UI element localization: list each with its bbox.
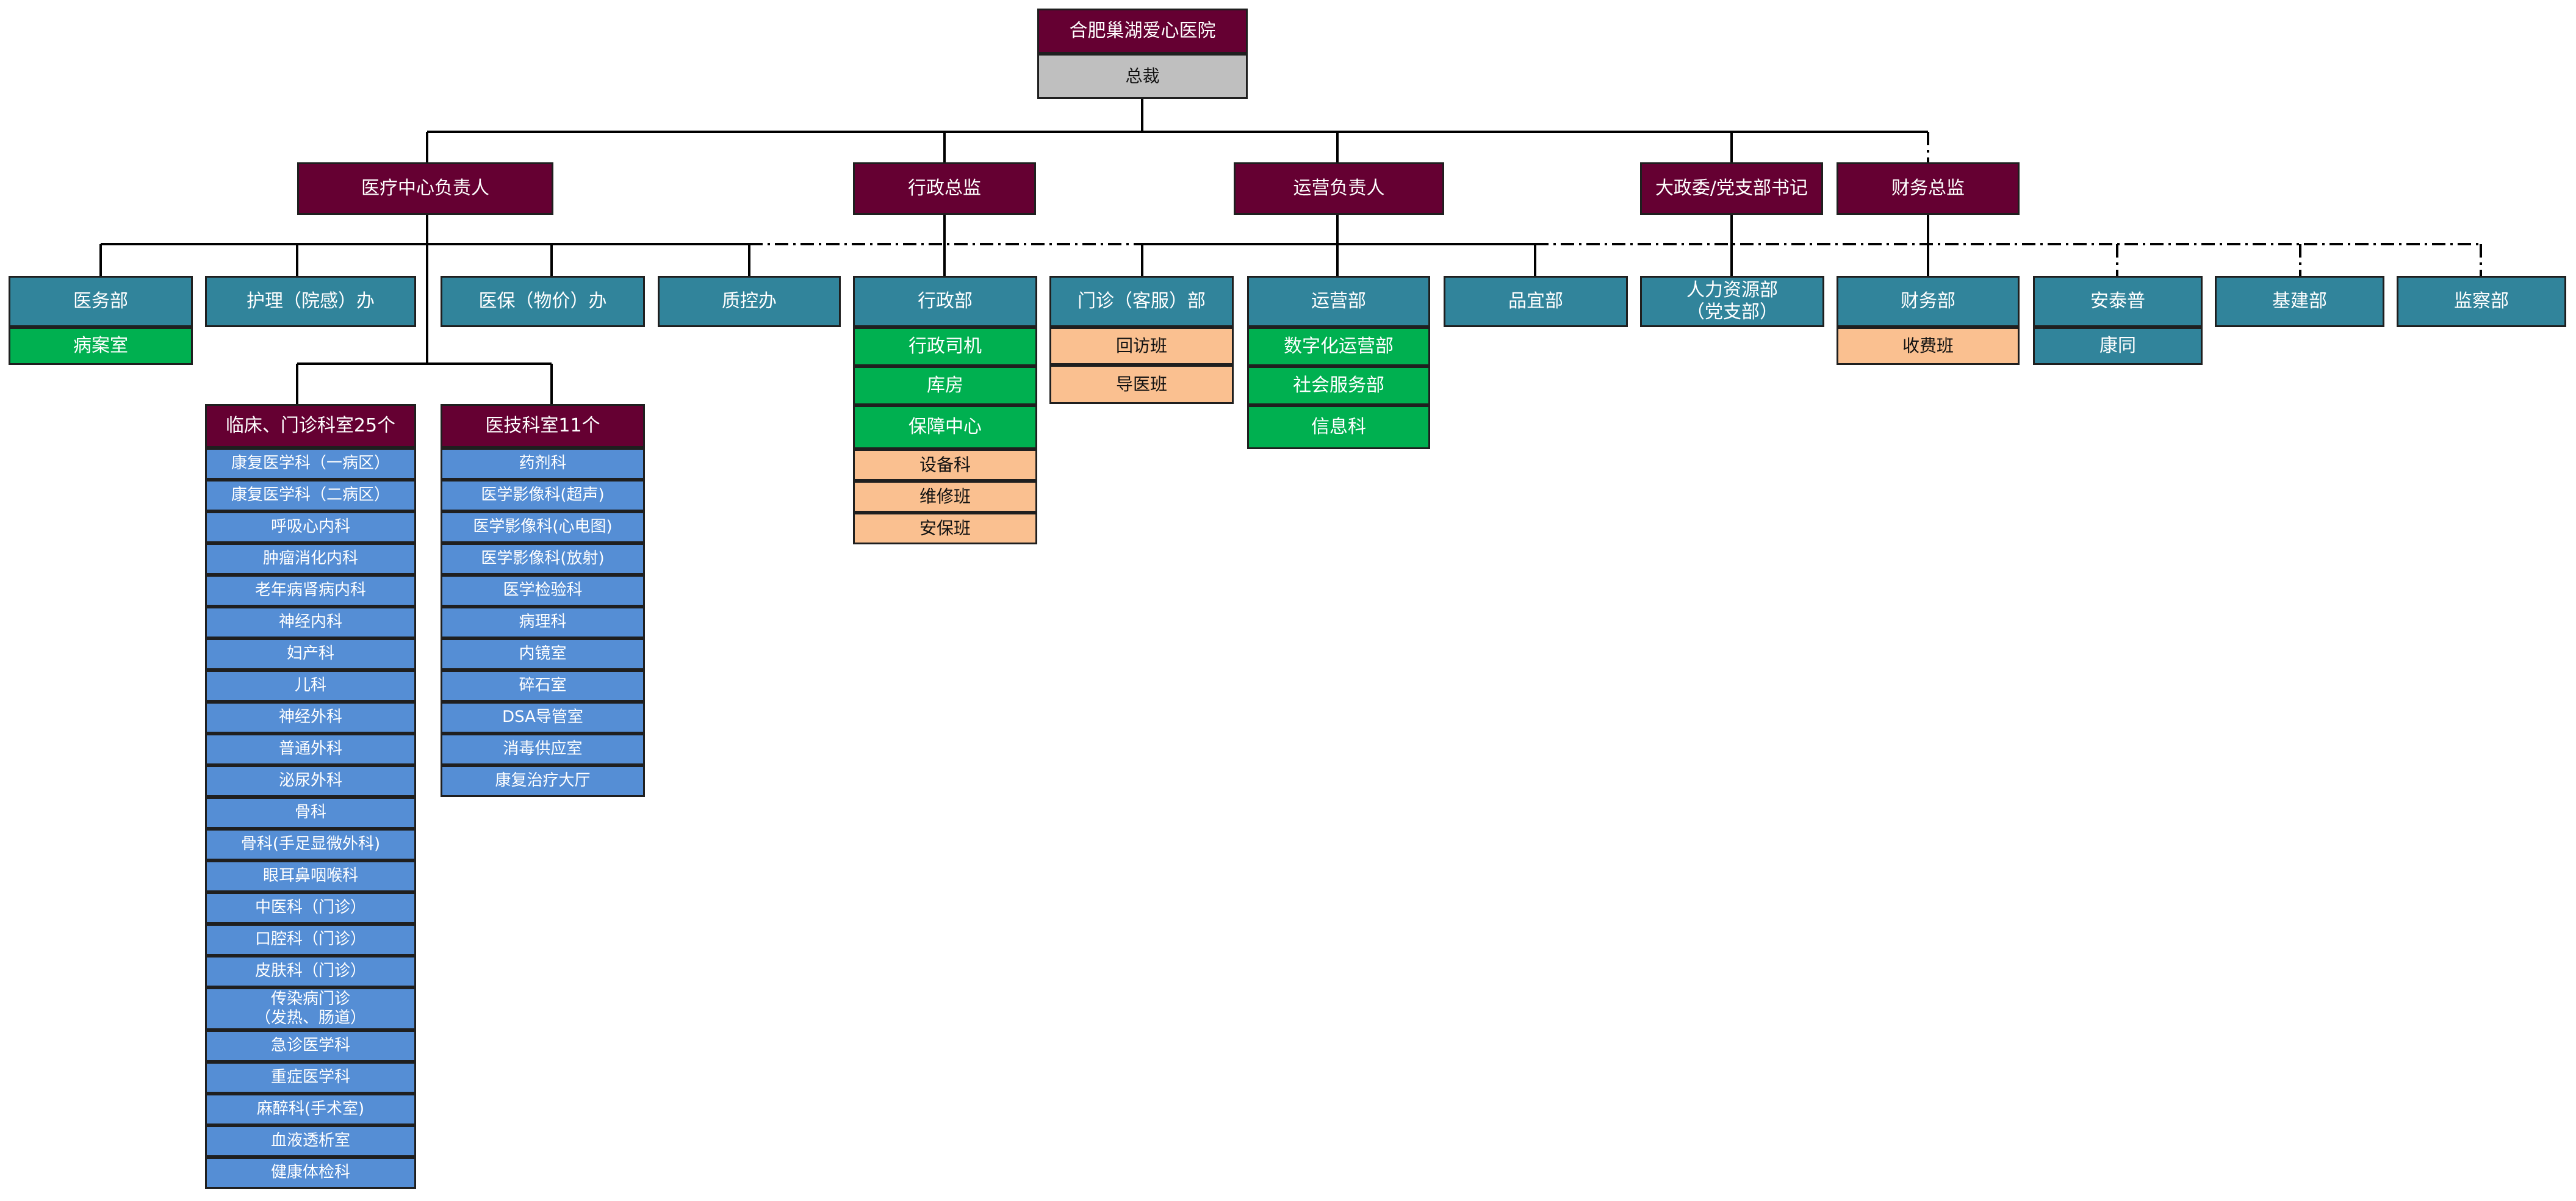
hospital-name-box: 合肥巢湖爱心医院 — [1037, 9, 1248, 54]
clinical-item: 麻醉科(手术室) — [205, 1094, 416, 1125]
medtech-header: 医技科室11个 — [441, 404, 645, 448]
medtech-item: 病理科 — [441, 607, 645, 638]
admin-sub-driver: 行政司机 — [853, 327, 1037, 366]
clinical-item: 眼耳鼻咽喉科 — [205, 860, 416, 892]
outpatient-sub-followup: 回访班 — [1049, 327, 1234, 365]
admin-sub-maintenance: 维修班 — [853, 481, 1037, 513]
dept-pinyi: 品宜部 — [1444, 276, 1628, 327]
clinical-item: 儿科 — [205, 670, 416, 702]
medtech-item: 药剂科 — [441, 448, 645, 480]
clinical-item: 呼吸心内科 — [205, 511, 416, 543]
finance-director-box: 财务总监 — [1837, 162, 2020, 215]
clinical-item: 骨科(手足显微外科) — [205, 829, 416, 860]
admin-sub-warehouse: 库房 — [853, 366, 1037, 405]
operations-head-box: 运营负责人 — [1234, 162, 1444, 215]
clinical-item-line2: （发热、肠道） — [254, 1009, 366, 1027]
dept-hr-line2: （党支部） — [1686, 301, 1778, 323]
medical-head-box: 医疗中心负责人 — [297, 162, 553, 215]
dept-kangtong: 康同 — [2033, 327, 2203, 365]
dept-medical-records: 病案室 — [9, 327, 193, 365]
clinical-item: 妇产科 — [205, 638, 416, 670]
medtech-item: 消毒供应室 — [441, 734, 645, 765]
clinical-item: 皮肤科（门诊） — [205, 956, 416, 987]
outpatient-sub-guide: 导医班 — [1049, 365, 1234, 404]
clinical-item: 血液透析室 — [205, 1125, 416, 1157]
medtech-item: 医学检验科 — [441, 575, 645, 607]
clinical-item: 传染病门诊（发热、肠道） — [205, 987, 416, 1030]
clinical-item: 肿瘤消化内科 — [205, 543, 416, 575]
medtech-item: DSA导管室 — [441, 702, 645, 734]
clinical-item: 普通外科 — [205, 734, 416, 765]
clinical-item: 中医科（门诊） — [205, 892, 416, 924]
dept-supervision: 监察部 — [2397, 276, 2566, 327]
operations-sub-digital: 数字化运营部 — [1247, 327, 1430, 366]
clinical-item: 老年病肾病内科 — [205, 575, 416, 607]
medtech-item: 医学影像科(超声) — [441, 480, 645, 511]
clinical-item: 康复医学科（一病区） — [205, 448, 416, 480]
clinical-item: 泌尿外科 — [205, 765, 416, 797]
dept-hr: 人力资源部 （党支部） — [1640, 276, 1824, 327]
finance-sub-cashier: 收费班 — [1837, 327, 2020, 365]
dept-operations: 运营部 — [1247, 276, 1430, 327]
clinical-item: 重症医学科 — [205, 1062, 416, 1094]
dept-finance: 财务部 — [1837, 276, 2020, 327]
clinical-item: 急诊医学科 — [205, 1030, 416, 1062]
clinical-item: 健康体检科 — [205, 1157, 416, 1189]
operations-sub-social: 社会服务部 — [1247, 366, 1430, 405]
party-secretary-box: 大政委/党支部书记 — [1640, 162, 1823, 215]
medtech-item: 内镜室 — [441, 638, 645, 670]
admin-director-box: 行政总监 — [853, 162, 1036, 215]
admin-sub-equipment: 设备科 — [853, 449, 1037, 481]
clinical-item: 口腔科（门诊） — [205, 924, 416, 956]
dept-medical-affairs: 医务部 — [9, 276, 193, 327]
medtech-item: 碎石室 — [441, 670, 645, 702]
dept-antaipu: 安泰普 — [2033, 276, 2203, 327]
medtech-item: 医学影像科(放射) — [441, 543, 645, 575]
medtech-item: 医学影像科(心电图) — [441, 511, 645, 543]
admin-sub-security: 安保班 — [853, 513, 1037, 544]
dept-hr-line1: 人力资源部 — [1686, 280, 1778, 301]
clinical-item: 骨科 — [205, 797, 416, 829]
admin-sub-support: 保障中心 — [853, 405, 1037, 449]
president-box: 总裁 — [1037, 54, 1248, 99]
dept-insurance: 医保（物价）办 — [441, 276, 645, 327]
dept-construction: 基建部 — [2215, 276, 2384, 327]
dept-admin: 行政部 — [853, 276, 1037, 327]
dept-quality: 质控办 — [658, 276, 841, 327]
clinical-header: 临床、门诊科室25个 — [205, 404, 416, 448]
medtech-item: 康复治疗大厅 — [441, 765, 645, 797]
clinical-item: 神经外科 — [205, 702, 416, 734]
clinical-item-line1: 传染病门诊 — [270, 989, 350, 1008]
dept-outpatient: 门诊（客服）部 — [1049, 276, 1234, 327]
clinical-item: 康复医学科（二病区） — [205, 480, 416, 511]
operations-sub-info: 信息科 — [1247, 405, 1430, 449]
dept-nursing: 护理（院感）办 — [205, 276, 416, 327]
clinical-item: 神经内科 — [205, 607, 416, 638]
